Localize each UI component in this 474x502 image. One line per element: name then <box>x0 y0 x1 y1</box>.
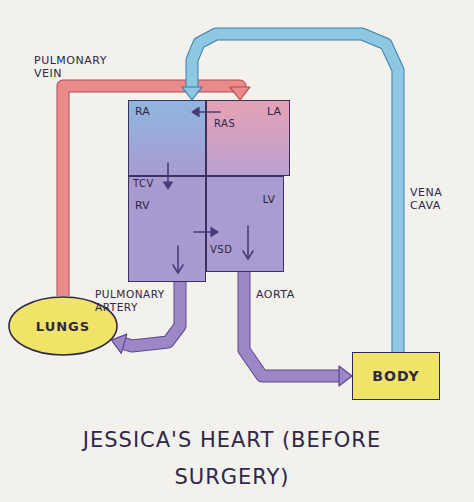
node-label: LV <box>207 193 275 206</box>
atrium-chamber: LA <box>206 100 290 176</box>
diagram-caption: JESSICA'S HEART (BEFORE SURGERY) <box>82 422 382 496</box>
arrow-head <box>339 366 352 386</box>
vessel-label: VSD <box>210 244 250 256</box>
node-label: BODY <box>372 368 419 384</box>
node-label: LA <box>207 105 281 118</box>
vessel-label: AORTA <box>256 288 316 301</box>
vessel-label: TCV <box>133 178 167 190</box>
blood-vessel <box>182 34 398 352</box>
ventricle-chamber: LV <box>206 176 284 272</box>
blood-vessel <box>244 272 352 386</box>
body-box: BODY <box>352 352 440 400</box>
vessel-label: VENA CAVA <box>410 186 462 212</box>
arrow-head <box>230 87 250 100</box>
vessel-label: PULMONARY ARTERY <box>95 288 175 313</box>
vessel-outline <box>244 272 341 376</box>
vessel-label: RAS <box>214 118 254 130</box>
node-label: LUNGS <box>36 319 90 334</box>
ventricle-chamber: RV <box>128 176 206 282</box>
node-label: RV <box>135 199 205 212</box>
vessel-outline <box>192 34 398 352</box>
atrium-chamber: RA <box>128 100 206 176</box>
vessel-band <box>244 272 341 376</box>
arrow-head <box>182 87 202 100</box>
vessel-band <box>192 34 398 352</box>
vessel-label: PULMONARY VEIN <box>34 54 116 80</box>
node-label: RA <box>135 105 205 118</box>
